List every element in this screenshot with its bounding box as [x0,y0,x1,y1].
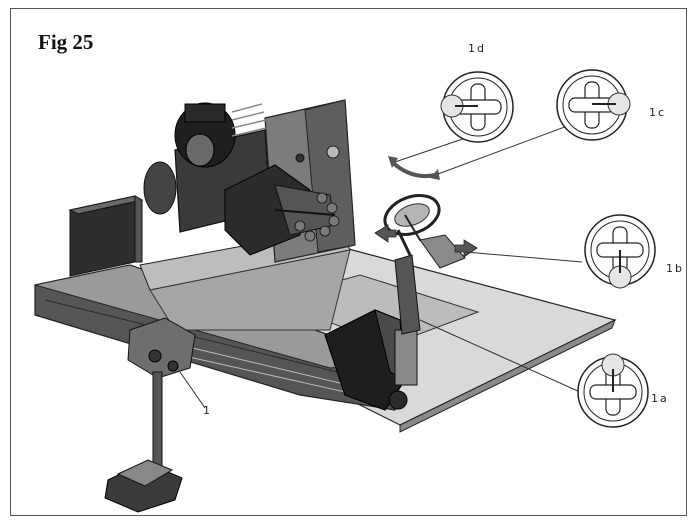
guard-roller [388,390,408,410]
detail-view-1a [577,353,649,428]
callout-1c: 1c [649,106,667,119]
figure-frame [10,8,687,516]
rotate-arrow-head-2 [430,169,440,180]
arrow-right-icon [454,239,478,258]
column-bolt [326,145,340,159]
callout-1b: 1b [666,262,684,275]
base-plate-edge [399,318,616,433]
pendant-knob-2 [167,360,179,372]
hand-wheel-inner [394,203,430,227]
callout-1d: 1d [468,42,486,55]
rail-groove-1 [44,299,391,386]
motor-fins [231,103,267,137]
rear-box-side [134,195,143,263]
column-knob [295,153,305,163]
motor-face [185,133,215,167]
figure-title: Fig 25 [38,30,94,54]
detail-view-1d [440,71,514,143]
lever-arm [394,254,421,335]
arrow-left-icon [374,224,397,243]
tool-teeth [294,192,340,242]
tool-spindle [274,209,336,216]
detail-view-1c [556,69,631,141]
motor-cap [184,103,226,123]
pendant-post [152,371,163,468]
hand-wheel [383,194,441,236]
guard-bracket [394,329,418,386]
motor-fan [143,161,177,215]
wheel-handle [419,234,466,269]
callout-1: 1 [203,404,212,417]
detail-view-1b [584,214,656,289]
rotate-arrow-icon [390,160,436,179]
pendant-knob-1 [148,349,162,363]
callout-1a: 1a [651,392,669,405]
pendant-bracket [127,317,196,379]
inner-channel [149,249,351,331]
rotate-arrow-head-1 [388,156,398,168]
foot-pedal-top [116,459,174,487]
